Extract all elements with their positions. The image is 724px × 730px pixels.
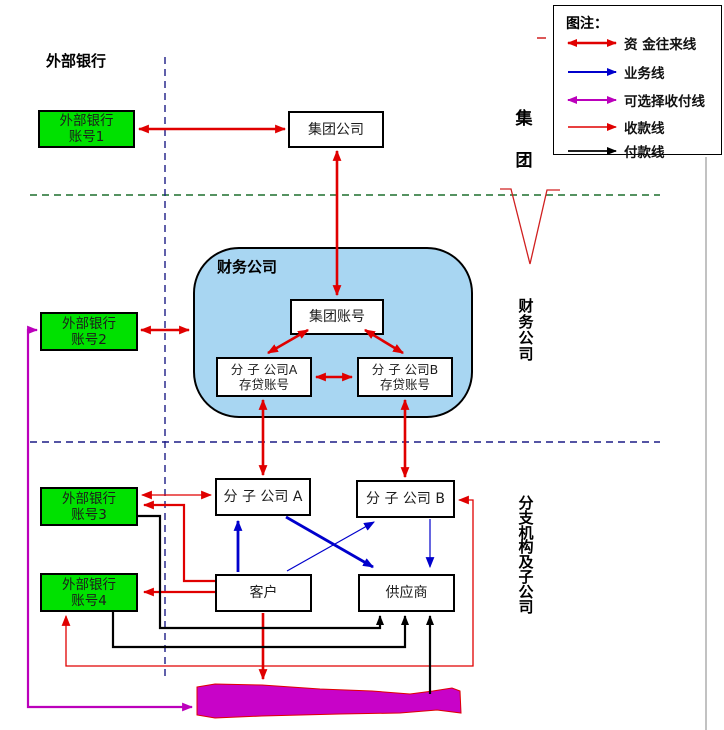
check-mark-shape [500, 188, 560, 265]
finance-company-inner-label: 财务公司 [217, 258, 278, 276]
collect-customer-bank3 [142, 500, 215, 583]
node-supplier: 供应商 [358, 574, 455, 612]
node-sub-account-b: 分 子 公司B 存贷账号 [357, 357, 453, 397]
region-label-finance: 财 务 公 司 [518, 297, 534, 363]
node-sub-account-a: 分 子 公司A 存贷账号 [216, 357, 312, 397]
node-group-account: 集团账号 [290, 299, 384, 335]
collect-line-icon [568, 123, 617, 131]
node-customer: 客户 [215, 574, 312, 612]
pay-line-icon [568, 147, 617, 155]
region-label-group: 集 团 [515, 109, 533, 171]
legend-item-funds: 资 金往来线 [564, 35, 696, 53]
funds-line-icon [567, 39, 617, 47]
legend-item-collect: 收款线 [564, 119, 665, 137]
optional-line-icon [567, 96, 617, 104]
node-subsidiary-a: 分 子 公司 A [215, 478, 311, 516]
business-line-icon [568, 68, 617, 76]
legend-box: 图注： 资 金往来线 业务线 可选择收付线 [553, 5, 722, 161]
business-customer-subsidiaryb [286, 521, 375, 572]
region-label-branch: 分 支 机 构 及 子 公 司 [518, 494, 534, 616]
legend-title: 图注： [566, 16, 608, 32]
node-bank-account-4: 外部银行 账号4 [40, 573, 138, 612]
node-subsidiary-b: 分 子 公司 B [356, 480, 455, 518]
external-bank-header-label: 外部银行 [46, 52, 107, 70]
pay-bank4-supplier [111, 612, 409, 649]
legend-item-optional: 可选择收付线 [564, 92, 705, 110]
node-bank-account-1: 外部银行 账号1 [38, 110, 135, 148]
market-blob-shape [196, 683, 462, 719]
business-subsidiarya-supplier [285, 515, 374, 569]
node-bank-account-3: 外部银行 账号3 [40, 487, 138, 526]
legend-item-pay: 付款线 [564, 143, 665, 161]
node-bank-account-2: 外部银行 账号2 [40, 312, 138, 351]
legend-item-business: 业务线 [564, 64, 665, 82]
node-group-company: 集团公司 [288, 111, 384, 148]
